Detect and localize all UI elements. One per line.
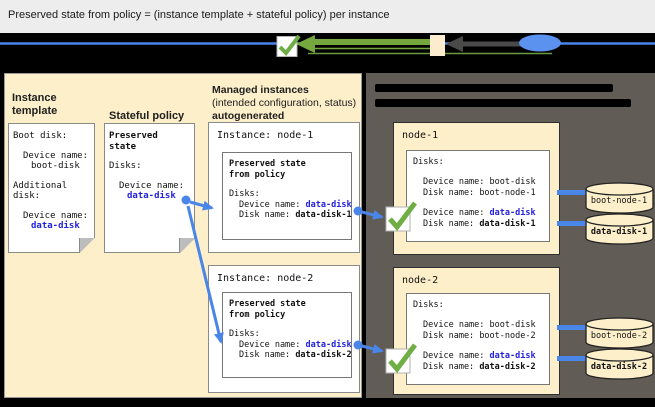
arrow-green-icon <box>312 39 432 45</box>
preserved-state-box-node-1: Preserved state from policy Disks: Devic… <box>222 152 352 240</box>
stateful-policy-heading: Stateful policy <box>109 110 185 122</box>
stateful-policy-doc: Preserved state Disks: Device name: data… <box>104 123 195 253</box>
disk-label: data-disk-1 <box>590 227 648 237</box>
instance-chip <box>430 35 445 56</box>
doc-line: Preserved <box>109 131 158 141</box>
device-name-line: Device name: data-disk <box>239 339 352 350</box>
bottom-black-strip <box>0 398 655 407</box>
folded-corner-icon <box>79 238 95 253</box>
disk-label: boot-node-1 <box>590 196 648 206</box>
disk-name-line: Disk name: data-disk-2 <box>239 350 352 360</box>
doc-line: Device name: <box>23 150 89 161</box>
persistent-disk-ellipse <box>519 34 561 52</box>
doc-line-data-disk: data-disk <box>127 191 176 201</box>
instance-template-heading: Instance template <box>12 92 58 117</box>
preserved-state-box-node-2: Preserved state from policy Disks: Devic… <box>222 292 352 378</box>
legend-graphics <box>0 34 655 57</box>
disk-name-line: Disk name: data-disk-1 <box>239 210 352 220</box>
redacted-text-line <box>375 99 631 107</box>
redacted-text-line <box>375 84 613 92</box>
arrow-green-head <box>296 35 315 53</box>
vm-disks-box-node-2: Disks: Device name: boot-disk Disk name:… <box>406 293 550 385</box>
instance-title: Instance: node-2 <box>217 273 314 284</box>
doc-line: disk: <box>13 191 41 201</box>
doc-line: Additional <box>13 180 68 191</box>
instance-template-doc: Boot disk: Device name: boot-disk Additi… <box>8 123 95 253</box>
checkmark-icon <box>278 34 301 57</box>
disk-label: boot-node-2 <box>590 331 648 341</box>
doc-line: boot-disk <box>31 161 80 171</box>
doc-line: Boot disk: <box>13 131 68 141</box>
title-strip: Preserved state from policy = (instance … <box>0 0 655 33</box>
managed-instances-heading: Managed instances (intended configuratio… <box>212 84 357 122</box>
doc-line: Disks: <box>109 161 142 171</box>
legend-band <box>0 33 655 73</box>
arrow-gray-icon <box>461 41 523 47</box>
vm-title: node-1 <box>402 130 439 141</box>
device-name-line: Device name: data-disk <box>239 199 352 210</box>
arrow-gray-head <box>446 36 463 52</box>
doc-line: state <box>109 141 137 152</box>
page-title: Preserved state from policy = (instance … <box>8 9 390 21</box>
instance-title: Instance: node-1 <box>217 130 314 141</box>
doc-line: Device name: <box>23 210 89 221</box>
vm-disks-box-node-1: Disks: Device name: boot-disk Disk name:… <box>406 150 550 242</box>
disk-label: data-disk-2 <box>590 362 648 372</box>
folded-corner-icon <box>179 238 195 253</box>
doc-line: Device name: <box>119 180 185 191</box>
doc-line-data-disk: data-disk <box>31 221 80 231</box>
vm-title: node-2 <box>402 275 439 286</box>
